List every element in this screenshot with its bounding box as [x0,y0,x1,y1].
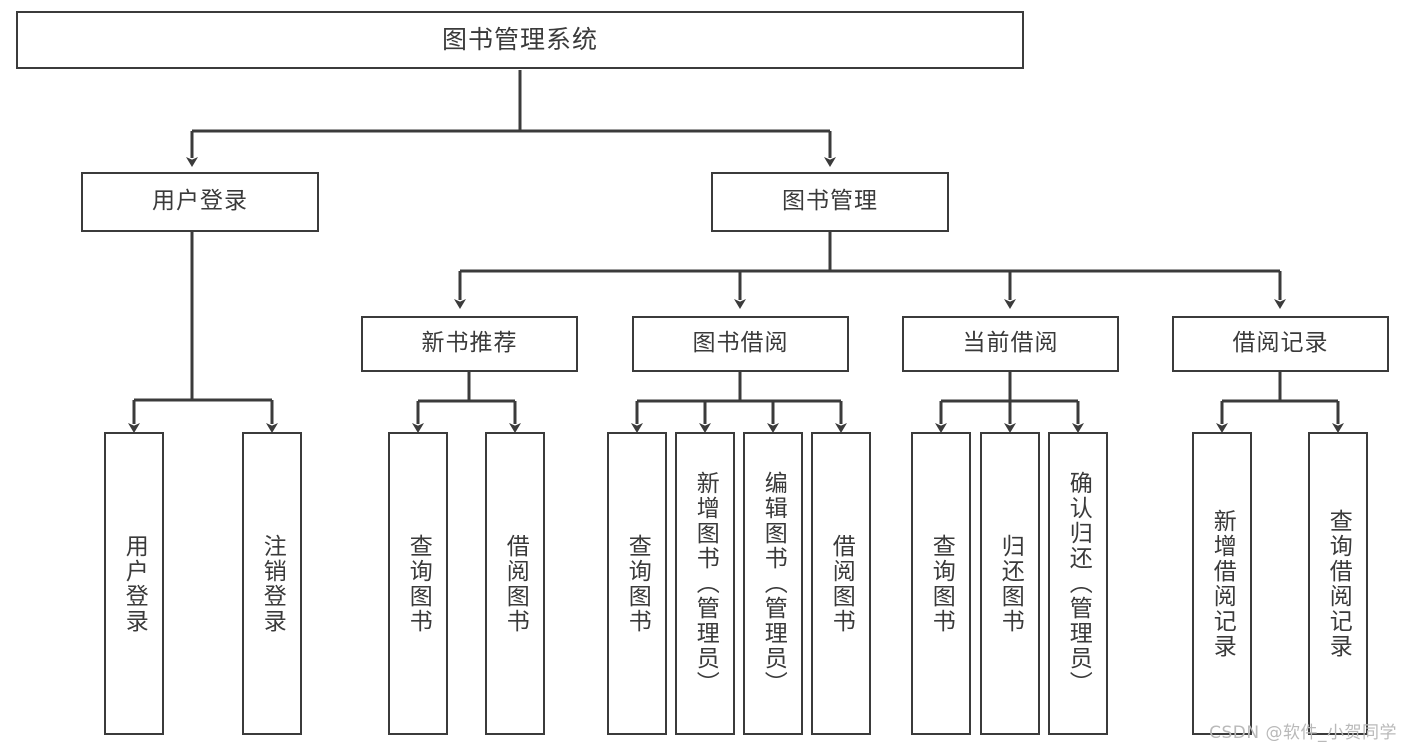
node-label: 查询借阅记录 [1325,508,1352,659]
node-label: 图书管理系统 [441,25,598,55]
node-leaf-query-borrow-record[interactable]: 查询借阅记录 [1308,432,1368,735]
node-current-borrow[interactable]: 当前借阅 [902,316,1119,372]
node-label: 借阅图书 [828,533,855,634]
node-label: 当前借阅 [962,330,1059,357]
node-label: 归还图书 [997,533,1024,634]
node-leaf-borrow-book[interactable]: 借阅图书 [811,432,871,735]
node-label: 用户登录 [121,533,148,634]
node-book-management[interactable]: 图书管理 [711,172,949,232]
node-label: 用户登录 [152,188,248,215]
node-root-book-management-system[interactable]: 图书管理系统 [16,11,1024,69]
node-label: 借阅图书 [502,533,529,634]
node-label: 新增图书（管理员） [692,471,719,696]
node-borrow-record[interactable]: 借阅记录 [1172,316,1389,372]
node-leaf-return-book[interactable]: 归还图书 [980,432,1040,735]
node-leaf-borrow-book-recommend[interactable]: 借阅图书 [485,432,545,735]
node-leaf-add-borrow-record[interactable]: 新增借阅记录 [1192,432,1252,735]
node-user-login[interactable]: 用户登录 [81,172,319,232]
node-label: 查询图书 [928,533,955,634]
node-label: 注销登录 [259,533,286,634]
node-book-borrow[interactable]: 图书借阅 [632,316,849,372]
node-leaf-logout[interactable]: 注销登录 [242,432,302,735]
node-label: 编辑图书（管理员） [760,471,787,696]
node-leaf-user-login[interactable]: 用户登录 [104,432,164,735]
node-leaf-add-book-admin[interactable]: 新增图书（管理员） [675,432,735,735]
watermark-text: CSDN @软件_小贺同学 [1209,723,1397,743]
node-label: 确认归还（管理员） [1065,471,1092,696]
node-leaf-confirm-return-admin[interactable]: 确认归还（管理员） [1048,432,1108,735]
node-label: 借阅记录 [1232,330,1329,357]
node-leaf-edit-book-admin[interactable]: 编辑图书（管理员） [743,432,803,735]
node-new-book-recommend[interactable]: 新书推荐 [361,316,578,372]
node-label: 图书借阅 [692,330,789,357]
node-label: 查询图书 [624,533,651,634]
node-leaf-query-book-recommend[interactable]: 查询图书 [388,432,448,735]
node-label: 新书推荐 [421,330,518,357]
node-label: 新增借阅记录 [1209,508,1236,659]
node-leaf-query-book-borrow[interactable]: 查询图书 [607,432,667,735]
node-label: 图书管理 [782,188,878,215]
node-leaf-query-book-current[interactable]: 查询图书 [911,432,971,735]
node-label: 查询图书 [405,533,432,634]
